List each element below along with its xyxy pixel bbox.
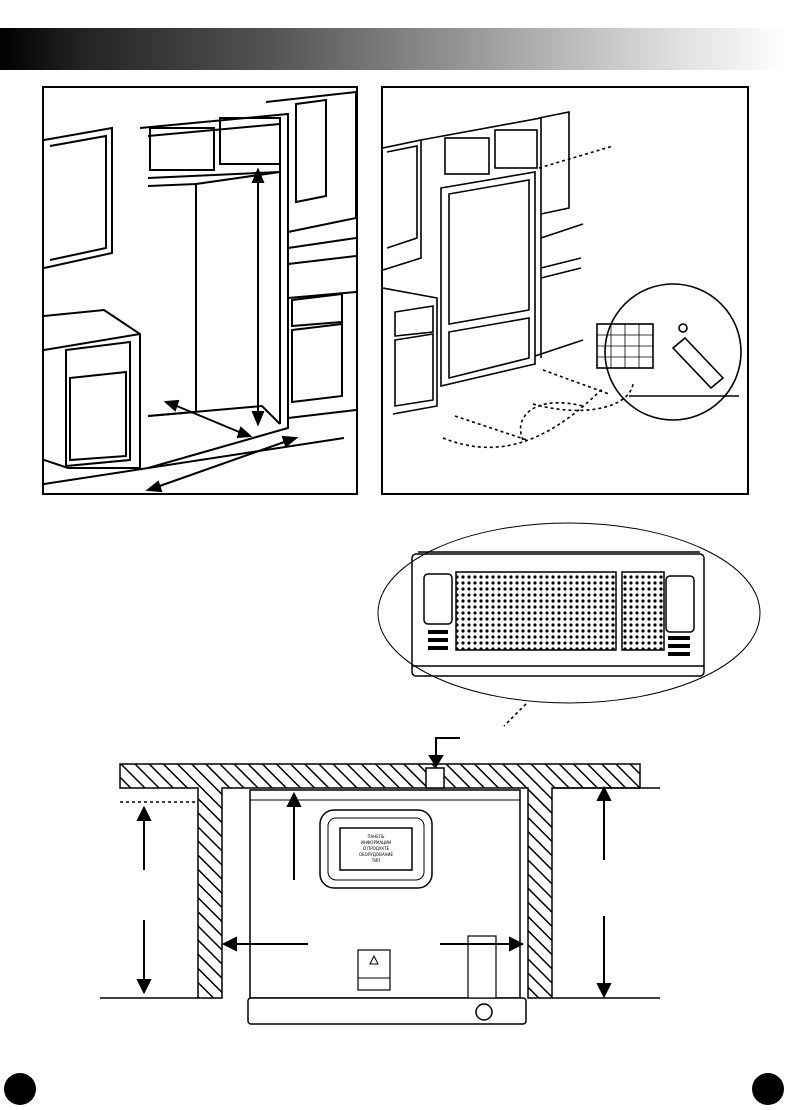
label-line-4: ОБОРУДОВАНИЕ [359, 852, 394, 857]
page-number-dot-right [752, 1073, 784, 1105]
fridge-rear-vent-zoom [376, 520, 762, 706]
cabinet-opening-figure [42, 86, 358, 495]
label-line-1: ПАНЕЛЬ [367, 834, 384, 839]
installed-fridge-figure [381, 86, 749, 495]
clearance-plan-figure: ПАНЕЛЬ ИНФОРМАЦИИ О ПРОДУКТЕ ОБОРУДОВАНИ… [100, 730, 660, 1030]
clearance-plan-diagram: ПАНЕЛЬ ИНФОРМАЦИИ О ПРОДУКТЕ ОБОРУДОВАНИ… [100, 730, 660, 1030]
header-gradient-bar [0, 28, 788, 70]
rear-detail-zoom [376, 520, 762, 706]
fridge-in-cabinet-drawing [383, 88, 747, 493]
label-line-2: ИНФОРМАЦИИ [361, 840, 391, 845]
empty-cabinet-opening-drawing [44, 88, 356, 493]
page-number-dot-left [4, 1073, 36, 1105]
label-line-3: О ПРОДУКТЕ [363, 846, 390, 851]
label-line-5: ТИП [371, 858, 380, 863]
zoom-connector [500, 702, 530, 728]
